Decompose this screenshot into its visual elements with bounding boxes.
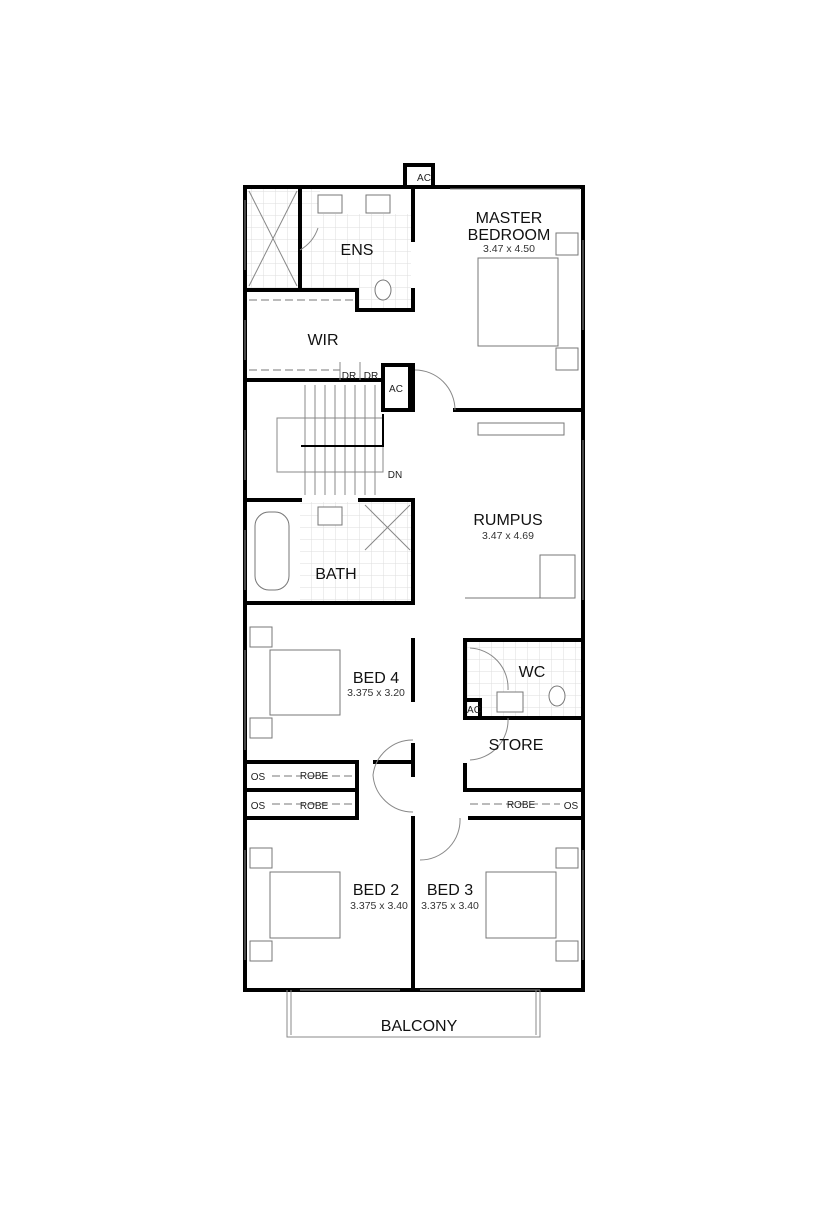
bed-4: [269, 649, 341, 716]
room-bed2-label: BED 2: [353, 882, 399, 899]
bathtub: [254, 511, 290, 591]
bed-master: [477, 257, 559, 347]
walls: [243, 163, 585, 992]
room-master-label-2: BEDROOM: [468, 227, 551, 244]
room-master-dims: 3.47 x 4.50: [483, 243, 535, 255]
room-ens-label: ENS: [341, 242, 374, 259]
room-bed4-label: BED 4: [353, 670, 399, 687]
bed-2: [269, 871, 341, 939]
ac-unit-top: [403, 163, 435, 189]
room-store-label: STORE: [489, 737, 544, 754]
room-bed3-dims: 3.375 x 3.40: [421, 900, 479, 912]
stair-down-label: DN: [388, 470, 402, 481]
os-label: OS: [564, 801, 579, 812]
room-rumpus-dims: 3.47 x 4.69: [482, 530, 534, 542]
room-bed2-dims: 3.375 x 3.40: [350, 900, 408, 912]
ac-label: AC: [417, 173, 431, 184]
os-label: OS: [251, 772, 266, 783]
windows: [244, 188, 584, 991]
robe-label: ROBE: [300, 771, 329, 782]
balcony: [286, 990, 541, 1038]
room-wc-label: WC: [519, 664, 546, 681]
ac-label: AC: [389, 384, 403, 395]
drawers-label: DR: [364, 371, 378, 382]
room-wir-label: WIR: [307, 332, 338, 349]
ac-label: AC: [467, 705, 481, 716]
room-bed4-dims: 3.375 x 3.20: [347, 687, 405, 699]
room-master-label: MASTER: [476, 210, 543, 227]
robe-label: ROBE: [507, 800, 536, 811]
room-rumpus-label: RUMPUS: [473, 512, 542, 529]
os-label: OS: [251, 801, 266, 812]
bed-3: [485, 871, 557, 939]
robe-label: ROBE: [300, 801, 329, 812]
room-bed3-label: BED 3: [427, 882, 473, 899]
staircase: [276, 385, 384, 495]
room-bath-label: BATH: [315, 566, 356, 583]
room-balcony-label: BALCONY: [381, 1018, 458, 1035]
fixtures: [248, 190, 579, 962]
drawers-label: DR: [342, 371, 356, 382]
